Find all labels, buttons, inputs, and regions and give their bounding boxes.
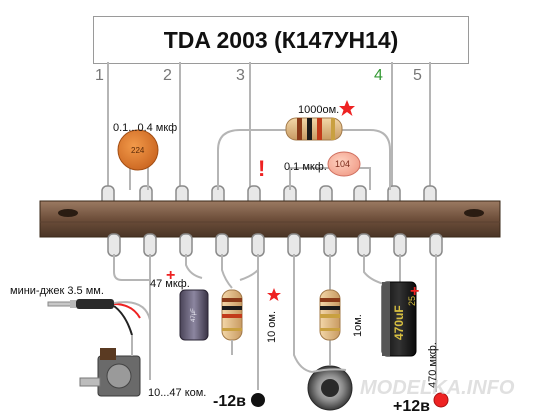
cap-224-marking: 224 [131,146,145,155]
electrolytic-capacitor-470uf: 470uF 25 [381,281,417,357]
pin-number-2: 2 [163,67,172,84]
minus-supply-label: -12в [213,393,246,410]
svg-text:47µF: 47µF [191,308,197,322]
cap-470-voltage: 25 [407,296,417,306]
minus-supply-dot [251,393,265,407]
pot-label: 10...47 ком. [148,387,206,399]
speaker [307,365,353,411]
plus-supply-dot [433,392,449,408]
plus-supply-label: +12в [393,398,430,415]
terminal-strip [39,200,501,238]
chip-title: TDA 2003 (К147УН14) [163,26,399,53]
resistor-1000-label: 1000ом. [298,104,339,116]
cap-small-label: 0.1...0.4 мкф [113,122,177,134]
feedback-wires [129,129,391,190]
red-star-1000 [339,100,355,116]
cap-mid-label: 0.1 мкф. [284,161,327,173]
watermark: MODELKA.INFO [360,377,515,399]
resistor-1-label: 1ом. [352,314,364,337]
exclamation-mark: ! [258,156,265,181]
resistor-1000-ohm [285,117,343,141]
title-box: TDA 2003 (К147УН14) [93,16,469,64]
resistor-10-label: 10 ом. [266,311,278,343]
cap-470-plus: + [410,283,419,300]
resistor-vertical-left [221,289,243,341]
cap-470-marking: 470uF [392,305,406,340]
resistor-1-ohm [319,289,341,341]
cap-47-label: 47 мкф. [150,278,190,290]
electrolytic-capacitor-47uf: 47µF [179,289,209,341]
minijack-label: мини-джек 3.5 мм. [10,285,104,297]
red-star-10-ohm [267,288,281,301]
cap-104-marking: 104 [335,159,350,169]
pin-wires [107,62,431,190]
ceramic-capacitor-104: 104 [327,151,361,177]
cap-470-label: 470 мкф. [427,342,439,388]
pin-number-5: 5 [413,67,422,84]
potentiometer [79,335,141,397]
ceramic-capacitor-224: 224 [117,129,159,171]
pin-number-4: 4 [374,67,383,84]
pin-number-1: 1 [95,67,104,84]
pin-number-3: 3 [236,67,245,84]
cap-47-plus: + [166,267,175,284]
minijack-plug [47,299,151,336]
